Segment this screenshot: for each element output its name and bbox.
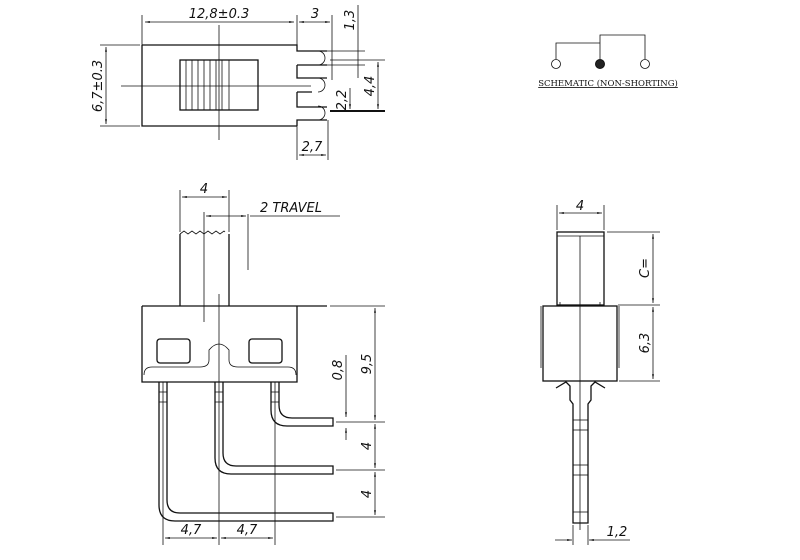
top-view: 12,8±0.3 3 6,7±0.3 1,3 4,4 2,2 2,7 [91, 5, 385, 160]
dim-pin-thickness: 0,8 [331, 360, 346, 381]
front-view: 4 2 TRAVEL 9,5 4 4 0,8 4,7 4,7 [141, 182, 385, 545]
dim-pitch-right: 4,7 [237, 523, 258, 538]
terminal-3 [640, 59, 650, 69]
dim-tab-offset: 2,7 [302, 140, 323, 155]
dim-pitch-left: 4,7 [181, 523, 202, 538]
front-body [141, 305, 327, 383]
dim-pin-step-1: 4 [360, 442, 375, 450]
side-pin [555, 381, 606, 524]
dim-length: 12,8±0.3 [189, 7, 250, 22]
side-view: 4 C= 6,3 1,2 [540, 199, 660, 545]
terminal-common [595, 59, 605, 69]
schematic-label: SCHEMATIC (NON-SHORTING) [538, 78, 678, 89]
dim-side-actuator-width: 4 [576, 199, 584, 214]
schematic: SCHEMATIC (NON-SHORTING) [538, 34, 678, 89]
dim-pin-span: 4,4 [363, 76, 378, 97]
dim-pin-width: 1,3 [343, 10, 358, 31]
actuator [179, 234, 230, 306]
pin-3 [270, 382, 334, 427]
dim-body-height: 6,3 [638, 333, 653, 354]
terminal-1 [551, 59, 561, 69]
dim-actuator-height: C= [638, 258, 653, 278]
window-left [156, 338, 191, 364]
pin-1 [158, 382, 334, 522]
dim-tab-length: 3 [311, 7, 319, 22]
slider-ribs [185, 60, 230, 110]
pin-2 [214, 382, 334, 475]
top-body-outline [141, 44, 327, 127]
travel-label: 2 TRAVEL [260, 201, 322, 216]
dim-height: 9,5 [360, 354, 375, 375]
dim-pin-pitch: 2,2 [335, 90, 350, 111]
dim-side-pin-width: 1,2 [607, 525, 628, 540]
side-actuator [556, 231, 605, 306]
dim-actuator-width: 4 [200, 182, 208, 197]
dim-pin-step-2: 4 [360, 490, 375, 498]
window-right [248, 338, 283, 364]
dim-width: 6,7±0.3 [91, 60, 106, 112]
